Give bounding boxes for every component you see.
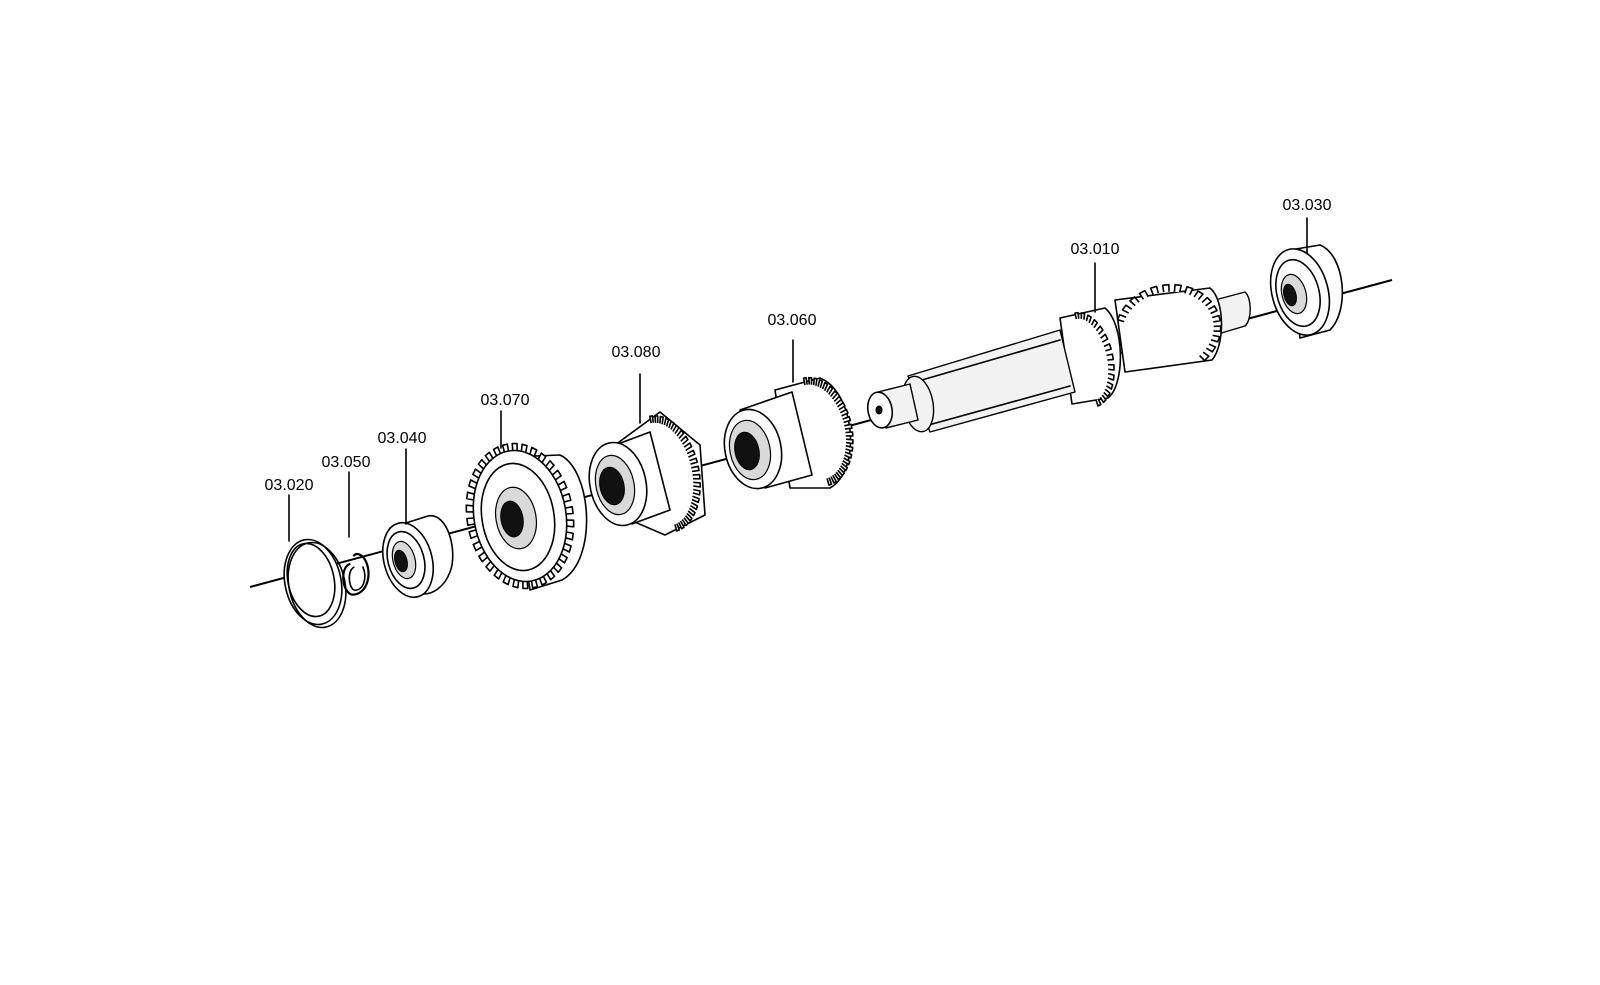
part-thrust-washer-03-020 [283,538,347,629]
gear-tooth-group [465,442,575,590]
part-gear-03-080 [588,411,706,536]
part-label-03-040: 03.040 [378,430,427,447]
part-gear-03-070 [465,442,588,591]
part-label-03-030: 03.030 [1283,197,1332,214]
part-gear-03-060 [723,376,854,490]
part-label-03-050: 03.050 [322,454,371,471]
gear-tooth-group [1116,283,1222,362]
part-label-03-070: 03.070 [481,392,530,409]
part-shaft-03-010 [866,283,1251,433]
part-label-03-080: 03.080 [612,344,661,361]
part-label-03-020: 03.020 [265,477,314,494]
part-label-03-010: 03.010 [1071,241,1120,258]
gear-tooth-group [648,415,701,532]
part-circlip-03-050 [342,553,370,596]
gear-tooth-group [802,376,854,486]
part-label-03-060: 03.060 [768,312,817,329]
gear-tooth-group [1074,311,1115,407]
part-roller-bearing-03-030 [1269,244,1344,339]
part-ball-bearing-03-040 [382,515,454,599]
